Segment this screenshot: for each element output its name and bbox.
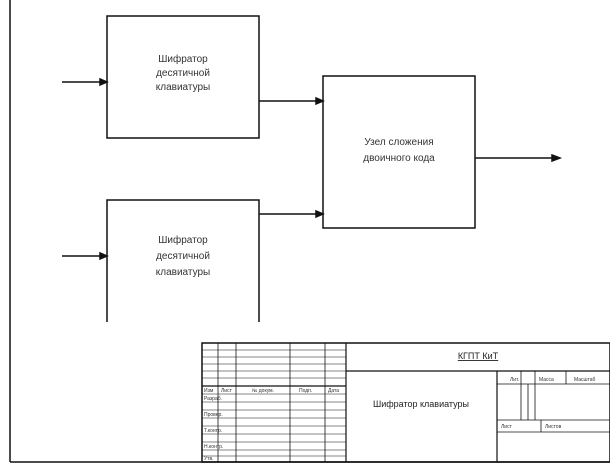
encoder-block-bottom-line-3: клавиатуры	[156, 267, 210, 278]
header-cell-sheet: Лист	[221, 388, 233, 394]
role-norm-control: Н.контр.	[204, 444, 223, 450]
scale-label: Масштаб	[574, 377, 596, 383]
connector-arrowhead-bottom	[315, 209, 325, 219]
mass-label: Масса	[539, 377, 554, 383]
header-cell-date: Дата	[328, 388, 339, 394]
organization-name: КГПТ КиТ	[458, 351, 499, 361]
document-title: Шифратор клавиатуры	[373, 399, 469, 409]
encoder-block-top	[106, 15, 260, 139]
adder-block-line-2: двоичного кода	[363, 153, 435, 164]
literal-label: Лит.	[510, 377, 519, 383]
encoder-block-bottom-line-1: Шифратор	[158, 234, 208, 246]
connector-arrowhead-top	[315, 96, 325, 106]
sheet-label: Лист	[501, 424, 513, 430]
header-cell-doc-number: № докум.	[252, 388, 274, 394]
encoder-block-bottom-line-2: десятичной	[156, 251, 210, 262]
header-cell-signature: Подп.	[299, 388, 312, 394]
adder-block-line-1: Узел сложения	[364, 137, 433, 148]
input-arrowhead-top	[99, 77, 109, 87]
encoder-block-top-line-1: Шифратор	[158, 53, 208, 65]
role-tech-control: Т.контр.	[204, 428, 222, 434]
output-arrowhead	[551, 153, 563, 163]
role-checker: Провер.	[204, 412, 223, 418]
header-cell-change: Изм	[204, 388, 214, 394]
title-block	[201, 342, 610, 463]
encoder-block-top-line-3: клавиатуры	[156, 82, 210, 93]
role-developer: Разраб.	[204, 396, 222, 402]
encoder-block-top-line-2: десятичной	[156, 68, 210, 79]
sheets-total-label: Листов	[545, 424, 562, 430]
input-arrowhead-bottom	[99, 251, 109, 261]
title-block-frame	[201, 342, 610, 463]
role-approved: Утв.	[204, 456, 214, 462]
adder-block	[322, 75, 476, 229]
encoder-block-bottom	[106, 199, 260, 322]
